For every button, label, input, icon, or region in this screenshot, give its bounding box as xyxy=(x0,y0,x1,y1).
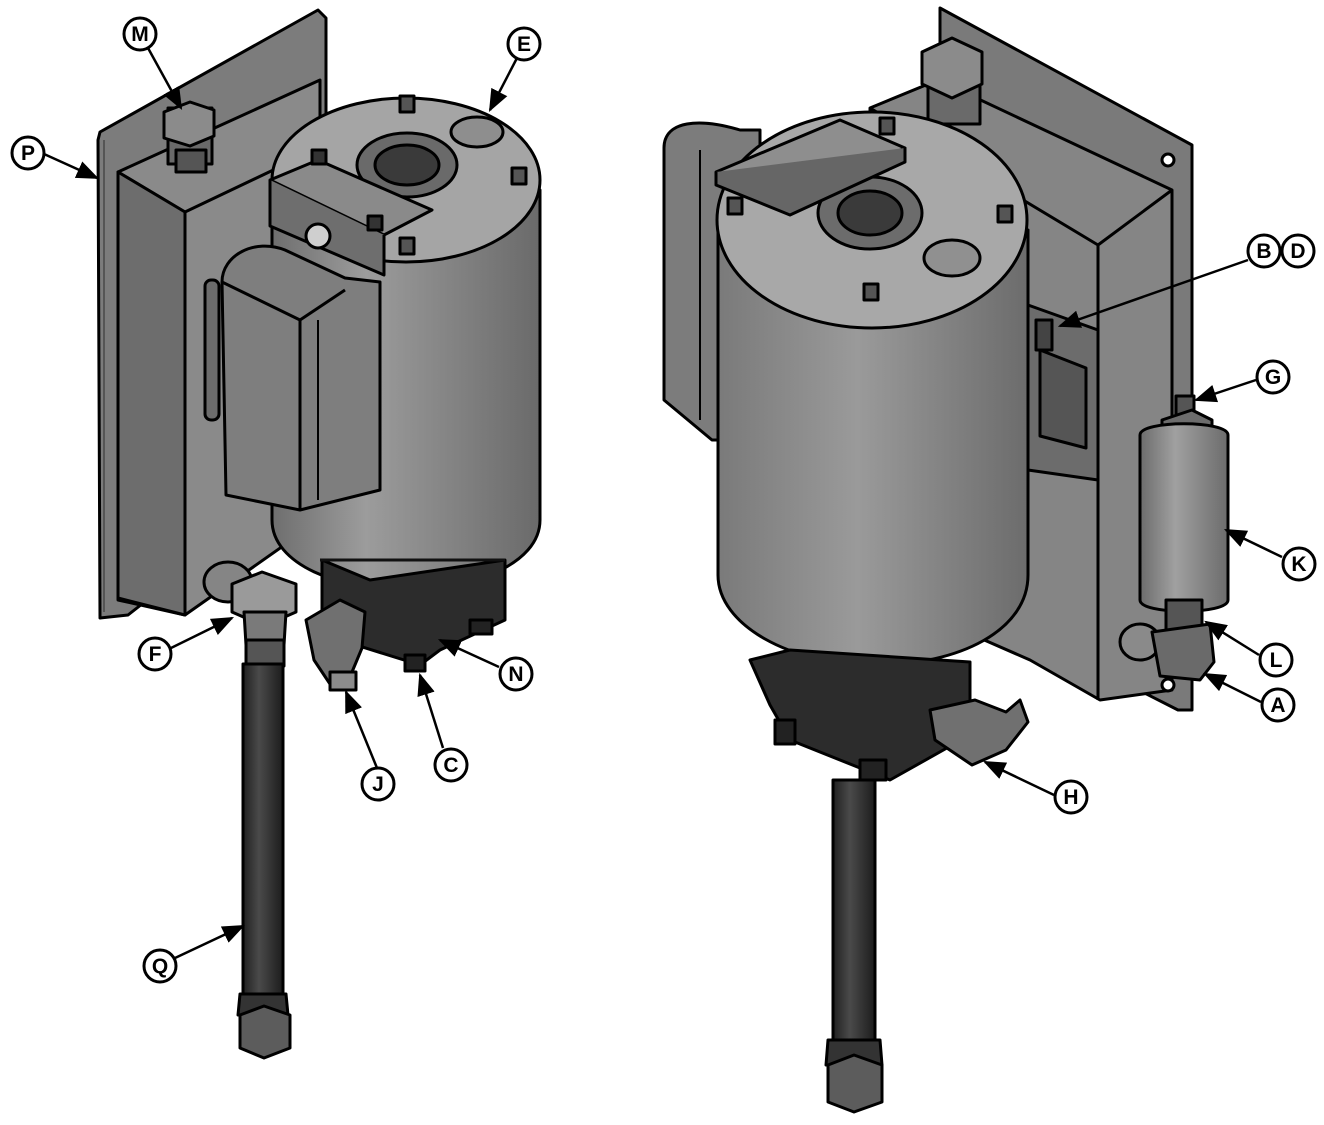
leader-lines xyxy=(43,47,1283,960)
capacitor-housing xyxy=(203,244,382,512)
right-view xyxy=(662,6,1230,1114)
motor xyxy=(714,110,1030,667)
callout-a: A xyxy=(1260,687,1296,723)
callout-label-j: J xyxy=(372,773,384,796)
elbow-fitting xyxy=(928,698,1030,767)
callout-c: C xyxy=(433,747,469,783)
coupling-bracket xyxy=(1026,303,1100,482)
callout-label-h: H xyxy=(1063,786,1078,809)
callout-label-p: P xyxy=(21,142,35,165)
breather-cap xyxy=(162,100,216,174)
pump-block xyxy=(320,558,507,673)
callout-label-c: C xyxy=(443,754,458,777)
callout-label-n: N xyxy=(508,663,523,686)
suction-hose xyxy=(236,662,292,1060)
pump-block xyxy=(748,648,972,782)
callout-h: H xyxy=(1053,779,1089,815)
callout-p: P xyxy=(10,135,46,171)
callout-d: D xyxy=(1280,233,1316,269)
callout-label-e: E xyxy=(517,33,531,56)
callout-e: E xyxy=(506,26,542,62)
callout-label-l: L xyxy=(1270,649,1283,672)
elbow-fitting xyxy=(304,598,367,692)
callout-q: Q xyxy=(142,948,178,984)
callout-n: N xyxy=(498,656,534,692)
callout-label-d: D xyxy=(1290,240,1305,263)
callout-label-k: K xyxy=(1291,553,1306,576)
callout-m: M xyxy=(122,16,158,52)
breather-cap xyxy=(920,36,984,126)
filter xyxy=(1118,394,1230,682)
callout-label-m: M xyxy=(131,23,149,46)
callout-label-g: G xyxy=(1265,366,1281,389)
callout-l: L xyxy=(1258,642,1294,678)
callout-label-b: B xyxy=(1256,240,1271,263)
left-view xyxy=(96,8,542,1060)
callout-g: G xyxy=(1255,359,1291,395)
callout-label-q: Q xyxy=(152,955,168,978)
callout-b: B xyxy=(1246,233,1282,269)
callout-label-a: A xyxy=(1270,694,1285,717)
callout-j: J xyxy=(360,766,396,802)
callout-f: F xyxy=(137,636,173,672)
callout-label-f: F xyxy=(149,643,162,666)
callout-k: K xyxy=(1281,546,1317,582)
suction-hose xyxy=(824,778,884,1114)
tee-fitting xyxy=(202,560,298,668)
